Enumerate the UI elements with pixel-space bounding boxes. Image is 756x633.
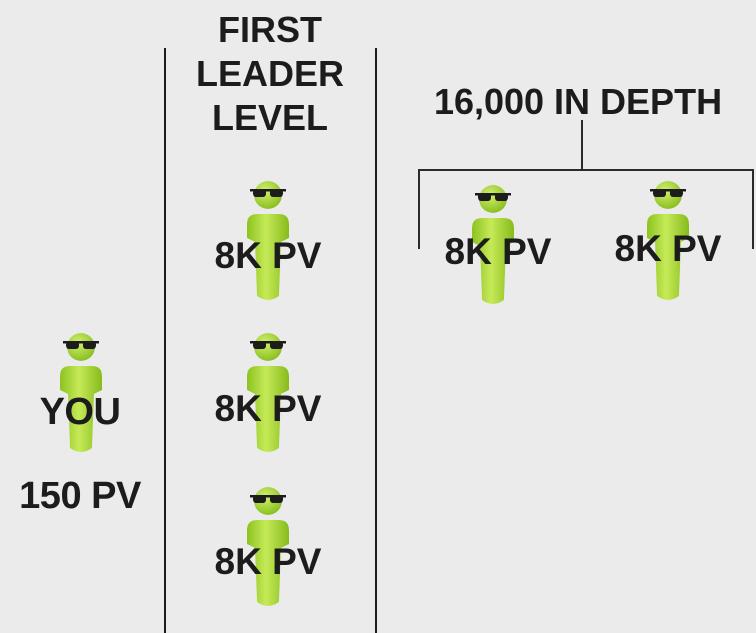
first-leader-1-label: 8K PV [214,235,322,276]
first-leader-3-label: 8K PV [214,541,322,582]
first-leader-heading-line-2: LEADER [195,53,344,94]
depth-bracket-right-leg [752,169,754,249]
depth-bracket-bar [418,169,754,171]
you-pv-label: 150 PV [19,475,141,517]
left-divider [164,48,166,633]
depth-2-label: 8K PV [614,228,722,269]
depth-1-label: 8K PV [444,231,552,272]
first-leader-heading: FIRST LEADER LEVEL [170,8,370,140]
first-leader-heading-line-3: LEVEL [211,97,328,138]
depth-bracket-left-leg [418,169,420,249]
first-leader-2-label: 8K PV [214,388,322,429]
depth-bracket-stem [581,120,583,170]
first-leader-heading-line-1: FIRST [218,9,322,50]
depth-heading: 16,000 IN DEPTH [433,81,723,122]
you-label: YOU [39,391,121,433]
right-divider [375,48,377,633]
